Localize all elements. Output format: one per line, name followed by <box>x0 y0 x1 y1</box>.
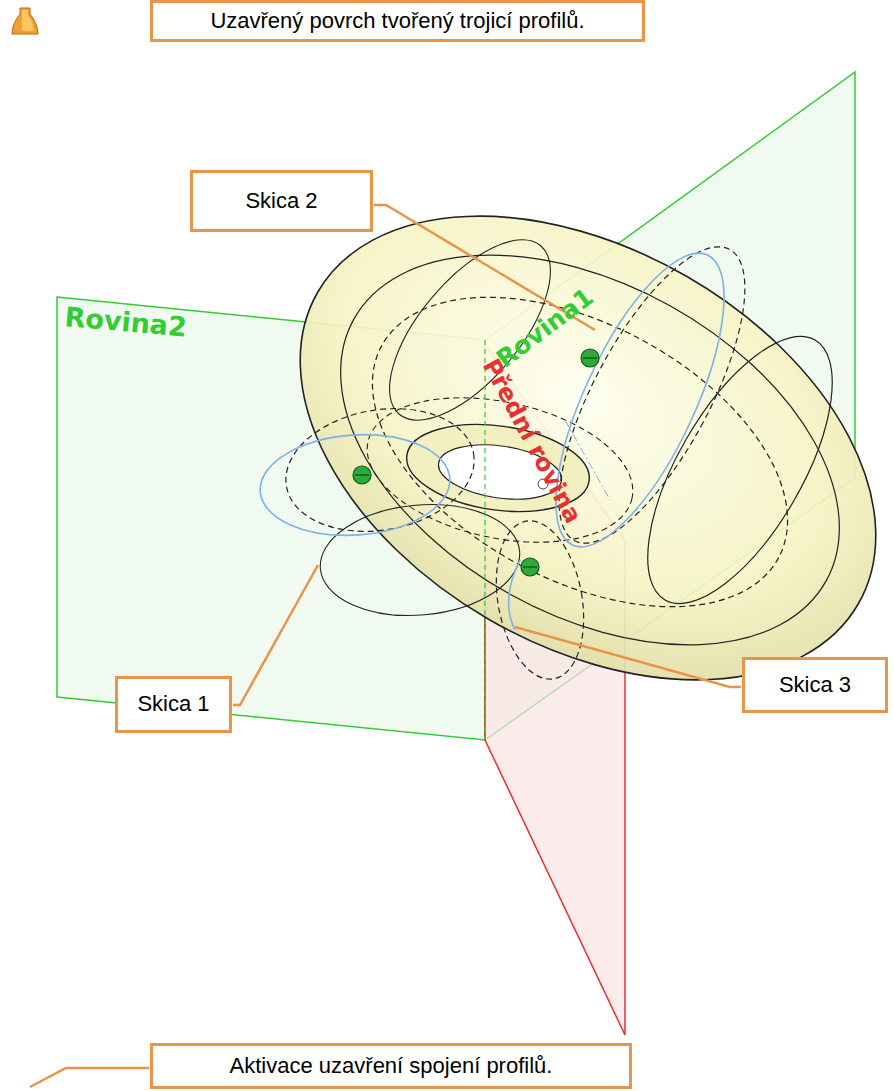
callout-box: Aktivace uzavření spojení profilů. <box>150 1043 632 1089</box>
loft-icon <box>12 8 38 34</box>
plane-edge <box>484 340 485 740</box>
callout-text: Uzavřený povrch tvořený trojicí profilů. <box>210 8 584 34</box>
callout-box: Skica 1 <box>115 676 232 733</box>
callout-box: Uzavřený povrch tvořený trojicí profilů. <box>150 0 645 42</box>
leader-lines <box>30 205 741 1087</box>
callout-box: Skica 2 <box>190 170 373 232</box>
callout-text: Skica 3 <box>779 672 851 698</box>
callout-text: Aktivace uzavření spojení profilů. <box>230 1053 553 1079</box>
callout-text: Skica 1 <box>137 691 209 717</box>
callout-text: Skica 2 <box>245 188 317 214</box>
callout-box: Skica 3 <box>742 657 888 713</box>
